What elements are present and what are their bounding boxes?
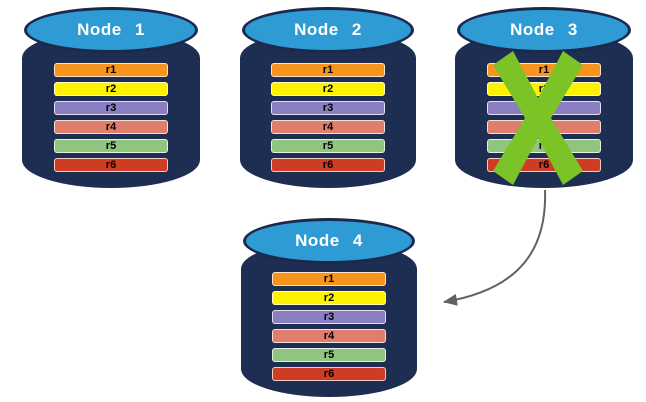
failure-x-icon (493, 51, 583, 185)
replica-r5: r5 (272, 348, 386, 362)
replica-r6: r6 (271, 158, 385, 172)
replica-r4: r4 (272, 329, 386, 343)
replica-r2: r2 (272, 291, 386, 305)
node-1: Node 1 r1 r2 r3 r4 r5 r6 (22, 7, 200, 188)
node-label: Node 1 (77, 20, 145, 39)
node-label: Node 4 (295, 231, 363, 250)
replica-r3: r3 (271, 101, 385, 115)
replica-r5: r5 (54, 139, 168, 153)
cylinder-top: Node 1 (24, 7, 198, 53)
replica-stack: r1 r2 r3 r4 r5 r6 (54, 63, 168, 172)
replica-r6: r6 (54, 158, 168, 172)
cylinder-top: Node 2 (242, 7, 414, 53)
replica-r2: r2 (54, 82, 168, 96)
replica-r1: r1 (272, 272, 386, 286)
node-label: Node 2 (294, 20, 362, 39)
node-label: Node 3 (510, 20, 578, 39)
replica-r3: r3 (272, 310, 386, 324)
cylinder-top: Node 4 (243, 218, 415, 264)
node-3: Node 3 r1 r2 r3 r4 r5 r6 (455, 7, 633, 188)
replica-r5: r5 (271, 139, 385, 153)
replica-r3: r3 (54, 101, 168, 115)
replica-r1: r1 (271, 63, 385, 77)
node-4: Node 4 r1 r2 r3 r4 r5 r6 (241, 218, 417, 397)
replica-r4: r4 (271, 120, 385, 134)
replica-r4: r4 (54, 120, 168, 134)
replica-stack: r1 r2 r3 r4 r5 r6 (271, 63, 385, 172)
replica-r1: r1 (54, 63, 168, 77)
node-2: Node 2 r1 r2 r3 r4 r5 r6 (240, 7, 416, 188)
replica-stack: r1 r2 r3 r4 r5 r6 (272, 272, 386, 381)
cylinder-top: Node 3 (457, 7, 631, 53)
replica-r6: r6 (272, 367, 386, 381)
replica-r2: r2 (271, 82, 385, 96)
